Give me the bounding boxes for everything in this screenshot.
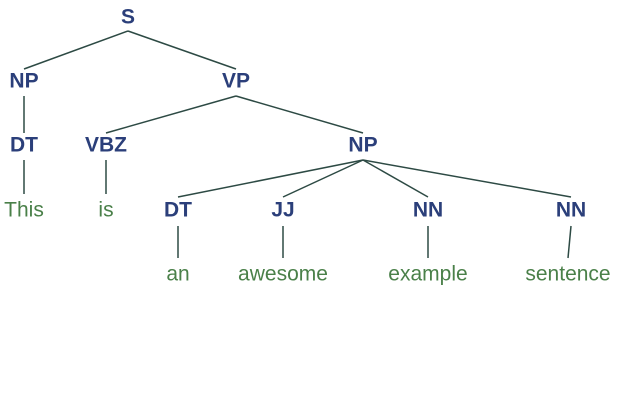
tree-edge-s-to-np1 [23,30,129,70]
tree-node-word-w-awesome: awesome [238,263,328,286]
tree-node-word-w-sentence: sentence [525,263,610,286]
tree-node-tag-np2: NP [348,134,377,157]
tree-node-word-w-example: example [388,263,467,286]
tree-node-tag-nn2: NN [556,199,586,222]
tree-edge-np2-to-jj [282,159,364,198]
tree-edge-np2-to-dt2 [177,159,364,198]
tree-node-tag-np1: NP [9,70,38,93]
tree-edge-s-to-vp [127,30,237,70]
tree-edge-np2-to-nn2 [362,159,572,198]
tree-edge-vp-to-np2 [235,95,364,134]
tree-node-tag-s: S [121,6,135,29]
tree-node-tag-nn1: NN [413,199,443,222]
tree-node-tag-dt1: DT [10,134,38,157]
tree-node-word-w-this: This [4,199,44,222]
tree-node-tag-vp: VP [222,70,250,93]
tree-edge-vp-to-vbz [105,95,237,134]
tree-node-word-w-is: is [98,199,113,222]
tree-edge-np2-to-nn1 [362,159,429,198]
tree-node-tag-dt2: DT [164,199,192,222]
tree-node-tag-jj: JJ [271,199,294,222]
tree-edges [23,30,572,259]
tree-node-tag-vbz: VBZ [85,134,127,157]
tree-edge-nn2-to-w-sentence [567,225,572,259]
tree-nodes: S NP VP DT VBZ NP This is DT JJ NN NN an awesome examp… [4,6,610,286]
tree-node-word-w-an: an [166,263,189,286]
